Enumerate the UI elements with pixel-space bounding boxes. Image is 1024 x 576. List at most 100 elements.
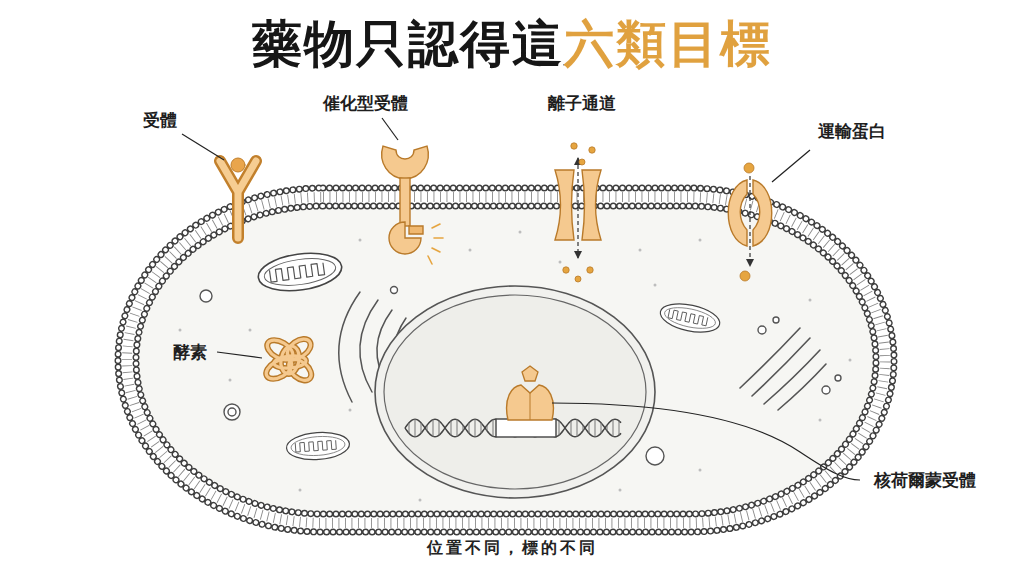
dna-helix — [415, 419, 416, 437]
dna-binding-site — [496, 419, 556, 437]
dna-helix — [463, 425, 464, 431]
dna-helix — [439, 421, 440, 436]
transporter-protein — [728, 163, 772, 281]
enzyme-protein — [263, 335, 315, 384]
vesicle — [835, 375, 841, 381]
cytoplasm-dots — [349, 409, 352, 412]
endoplasmic-reticulum — [360, 300, 378, 392]
transporter-protein — [728, 180, 747, 246]
dna-helix — [559, 421, 560, 436]
cytoplasm-dots — [849, 359, 852, 362]
dna-helix — [405, 419, 621, 437]
target-label: 運輸蛋白 — [818, 120, 886, 143]
ion-channel — [563, 143, 595, 282]
cytoplasm-dots — [809, 299, 812, 302]
cell-membrane — [136, 206, 876, 514]
dna-helix — [451, 421, 452, 436]
cell-membrane — [136, 206, 876, 514]
nucleus — [375, 286, 655, 498]
vesicle — [200, 290, 212, 302]
dna-helix — [487, 425, 488, 431]
catalytic-receptor — [432, 224, 440, 228]
catalytic-receptor — [409, 226, 423, 234]
cytoplasm-dots — [229, 379, 232, 382]
cytoplasm-dots — [699, 239, 702, 242]
catalytic-receptor — [400, 178, 410, 226]
dna-helix — [433, 419, 434, 436]
dna-helix — [409, 423, 410, 434]
dna-helix — [571, 421, 572, 436]
dna-helix — [493, 419, 494, 436]
catalytic-receptor — [382, 146, 443, 264]
target-label: 受體 — [143, 109, 177, 132]
nuclear-receptor — [522, 366, 538, 381]
cytoplasm-dots — [249, 329, 252, 332]
transporter-protein — [753, 180, 772, 246]
cytoplasm-dots — [619, 489, 622, 492]
nuclear-receptor — [507, 385, 554, 420]
dna-helix — [619, 421, 620, 436]
vesicle — [646, 447, 664, 465]
enzyme-protein — [279, 345, 302, 376]
nuclear-receptor — [507, 366, 554, 420]
dna-helix — [427, 425, 428, 431]
catalytic-receptor — [432, 248, 440, 252]
dna-helix — [421, 423, 422, 434]
cell-membrane — [127, 197, 885, 523]
dna-helix — [577, 419, 578, 436]
nuclear-receptor — [530, 393, 531, 420]
leader-line — [217, 352, 262, 358]
title: 藥物只認得這六類目標 — [252, 12, 772, 76]
cytoplasm-dots — [559, 261, 562, 264]
receptor-protein — [220, 158, 256, 238]
cytoplasm-dots — [639, 249, 642, 252]
cytoplasm-dots — [299, 489, 302, 492]
dna-helix — [595, 419, 596, 437]
catalytic-receptor — [428, 256, 432, 264]
dna-helix — [405, 419, 621, 437]
catalytic-receptor — [428, 224, 443, 264]
target-label: 酵素 — [173, 341, 207, 364]
mitochondrion — [286, 430, 351, 461]
vesicle — [224, 404, 240, 420]
mitochondrion — [256, 248, 344, 295]
transporter-protein — [740, 271, 750, 281]
enzyme-protein — [263, 335, 315, 384]
cytoplasm-dots — [469, 249, 472, 252]
enzyme-protein — [263, 335, 315, 384]
ion-channel — [555, 170, 574, 240]
cytoplasm-dots — [179, 231, 852, 502]
ion-channel — [579, 159, 585, 165]
nucleus — [375, 286, 655, 498]
cytoplasm-dots — [519, 231, 522, 234]
ion-channel — [582, 170, 601, 240]
cytoplasm-dots — [419, 499, 422, 502]
target-label: 催化型受體 — [323, 92, 408, 115]
catalytic-receptor — [382, 146, 429, 179]
ion-channel — [563, 267, 569, 273]
dna-helix — [613, 419, 614, 436]
cytoplasm-dots — [654, 284, 657, 287]
dna-helix — [583, 425, 584, 431]
vesicle — [822, 386, 830, 394]
dna-helix — [405, 419, 621, 437]
ion-channel — [589, 147, 595, 153]
receptor-protein — [220, 161, 256, 238]
transporter-protein — [744, 163, 754, 173]
catalytic-receptor — [434, 237, 443, 239]
dna-helix — [601, 423, 602, 434]
golgi-apparatus — [752, 338, 810, 396]
receptor-protein — [231, 158, 245, 172]
golgi-apparatus — [778, 364, 826, 410]
ion-channel — [575, 276, 581, 282]
dna-helix — [607, 425, 608, 431]
dna-helix — [469, 423, 470, 434]
enzyme-protein — [274, 355, 307, 370]
ion-channel — [571, 143, 577, 149]
leader-line — [552, 403, 860, 480]
dna-helix — [481, 423, 482, 434]
leader-line — [772, 150, 810, 182]
target-label: 核荷爾蒙受體 — [874, 469, 976, 492]
